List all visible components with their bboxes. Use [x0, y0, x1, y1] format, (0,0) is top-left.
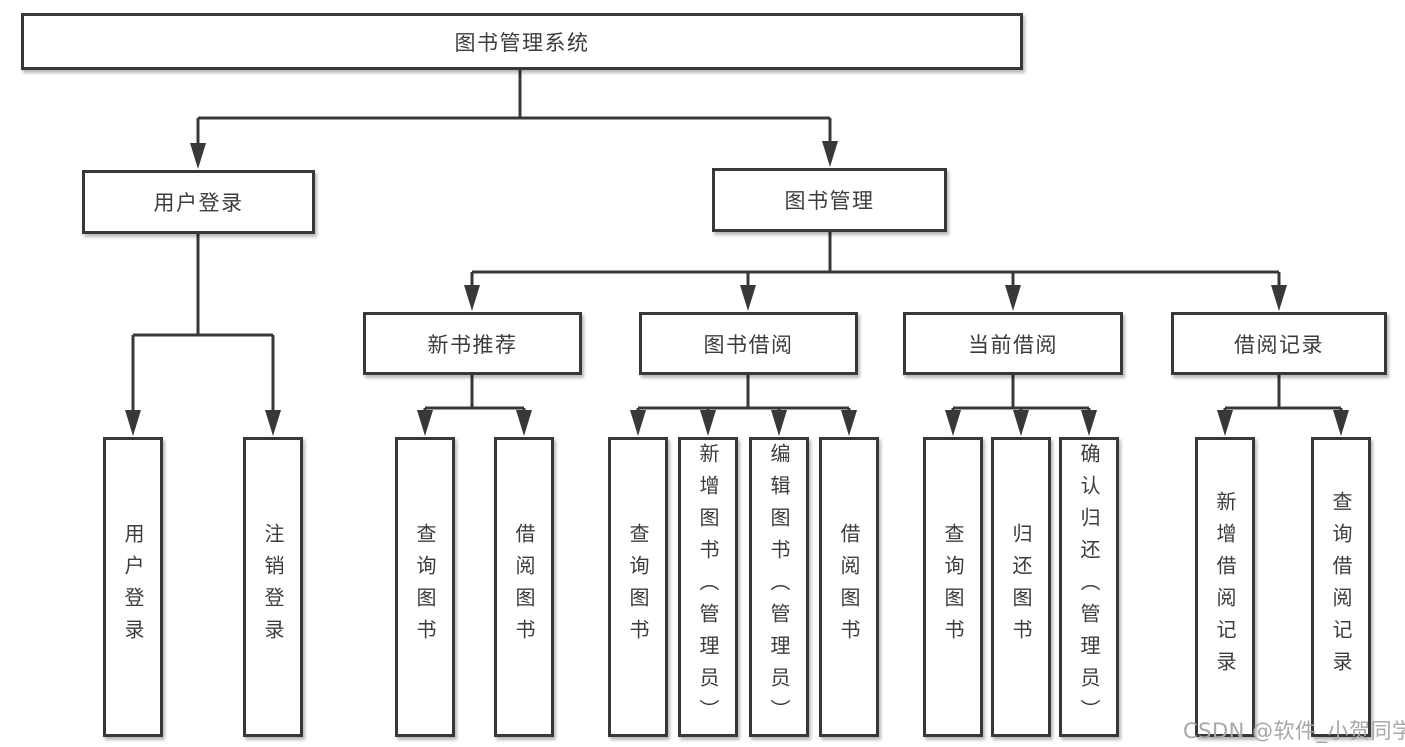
node-book-borrow: 图书借阅 [639, 312, 858, 375]
node-root-system: 图书管理系统 [21, 13, 1023, 70]
leaf-confirm-return-admin: 确认归还（管理员） [1059, 437, 1119, 737]
arrow-down-icon [740, 285, 756, 311]
leaf-query-borrow-record-label: 查询借阅记录 [1329, 491, 1353, 683]
leaf-add-books-admin: 新增图书（管理员） [678, 437, 738, 737]
node-borrow-records-label: 借阅记录 [1234, 332, 1324, 357]
leaf-logout-label: 注销登录 [261, 523, 285, 651]
connector-book-mgmt-to-level3 [470, 232, 1281, 287]
connector-book-borrow-to-leaves [636, 375, 851, 414]
arrow-down-icon [822, 141, 838, 167]
arrow-down-icon [1333, 410, 1349, 436]
node-user-login-label: 用户登录 [153, 191, 244, 215]
arrow-down-icon [700, 410, 716, 436]
connector-borrow-records-to-leaves [1223, 375, 1343, 414]
arrow-down-icon [945, 410, 961, 436]
arrow-down-icon [516, 410, 532, 436]
node-book-management: 图书管理 [712, 168, 947, 232]
leaf-query-books-1: 查询图书 [395, 437, 455, 737]
leaf-return-books: 归还图书 [991, 437, 1051, 737]
node-current-borrow: 当前借阅 [903, 312, 1123, 375]
arrow-down-icon [771, 410, 787, 436]
leaf-borrow-books-1-label: 借阅图书 [512, 523, 536, 651]
leaf-edit-books-admin-label: 编辑图书（管理员） [767, 443, 791, 731]
arrow-down-icon [841, 410, 857, 436]
node-current-borrow-label: 当前借阅 [968, 332, 1058, 357]
leaf-add-books-admin-label: 新增图书（管理员） [696, 443, 720, 731]
leaf-query-books-3: 查询图书 [923, 437, 983, 737]
connector-new-books-to-leaves [423, 375, 526, 414]
arrow-down-icon [464, 285, 480, 311]
node-user-login: 用户登录 [82, 170, 315, 234]
connector-root-to-level2 [196, 68, 832, 145]
csdn-watermark: CSDN @软件_小贺同学 [1183, 719, 1405, 743]
leaf-borrow-books-2-label: 借阅图书 [837, 523, 861, 651]
node-root-label: 图书管理系统 [454, 30, 590, 55]
leaf-logout: 注销登录 [243, 437, 303, 737]
connector-current-borrow-to-leaves [951, 375, 1091, 414]
leaf-edit-books-admin: 编辑图书（管理员） [749, 437, 809, 737]
leaf-borrow-books-2: 借阅图书 [819, 437, 879, 737]
leaf-query-books-3-label: 查询图书 [941, 523, 965, 651]
arrow-down-icon [190, 143, 206, 169]
leaf-user-login-label: 用户登录 [121, 523, 145, 651]
arrow-down-icon [1013, 410, 1029, 436]
arrow-down-icon [1081, 410, 1097, 436]
node-book-borrow-label: 图书借阅 [703, 332, 794, 357]
connector-lines [131, 68, 1343, 414]
leaf-query-books-2: 查询图书 [608, 437, 668, 737]
node-book-management-label: 图书管理 [784, 189, 875, 213]
leaf-query-books-1-label: 查询图书 [413, 523, 437, 651]
arrow-down-icon [265, 410, 281, 436]
arrow-down-icon [1271, 285, 1287, 311]
node-new-book-recommend: 新书推荐 [363, 312, 582, 375]
leaf-borrow-books-1: 借阅图书 [494, 437, 554, 737]
arrowhead-icons [125, 141, 1349, 436]
arrow-down-icon [417, 410, 433, 436]
leaf-confirm-return-admin-label: 确认归还（管理员） [1077, 443, 1101, 731]
node-borrow-records: 借阅记录 [1171, 312, 1387, 375]
leaf-query-books-2-label: 查询图书 [626, 523, 650, 651]
arrow-down-icon [630, 410, 646, 436]
node-new-book-recommend-label: 新书推荐 [427, 332, 518, 357]
arrow-down-icon [1005, 285, 1021, 311]
leaf-add-borrow-record-label: 新增借阅记录 [1213, 491, 1237, 683]
connector-user-login-to-leaves [131, 234, 275, 412]
leaf-return-books-label: 归还图书 [1009, 523, 1033, 651]
arrow-down-icon [1217, 410, 1233, 436]
leaf-user-login: 用户登录 [103, 437, 163, 737]
leaf-add-borrow-record: 新增借阅记录 [1195, 437, 1255, 737]
leaf-query-borrow-record: 查询借阅记录 [1311, 437, 1371, 737]
arrow-down-icon [125, 410, 141, 436]
